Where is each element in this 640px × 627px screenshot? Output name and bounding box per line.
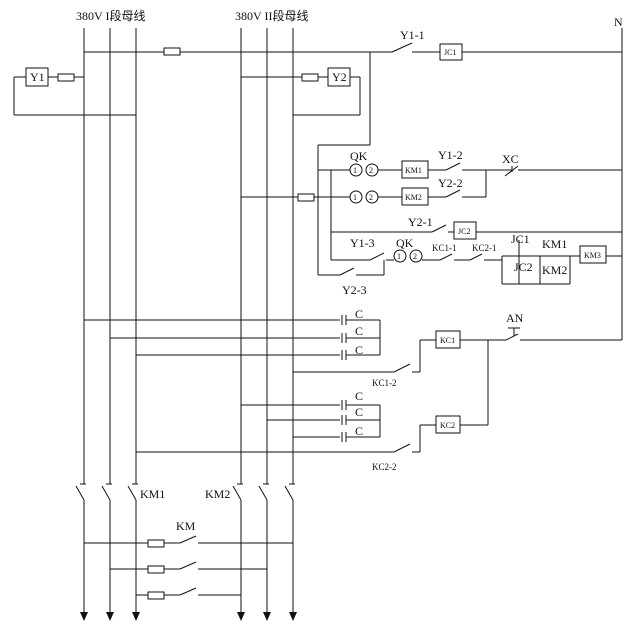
bus-i-label: 380V I段母线 — [76, 8, 145, 23]
km1-coil-label: KM1 — [405, 166, 422, 175]
y1-3-contact — [369, 252, 385, 261]
qk3-c2 — [409, 249, 423, 263]
km-switches — [75, 483, 295, 501]
bus-ii-label: 380V II段母线 — [235, 8, 308, 23]
bus-arrows — [80, 612, 297, 621]
svg-text:1: 1 — [353, 166, 357, 175]
y2-1-contact — [431, 224, 447, 233]
y1-2-label: Y1-2 — [438, 148, 463, 162]
fuse-mid — [297, 193, 315, 202]
kc1-1-contact — [439, 253, 453, 261]
cap-label-2a: C — [355, 389, 363, 403]
km2-switch-label: KM2 — [205, 487, 230, 501]
svg-text:1: 1 — [353, 193, 357, 202]
y2-2-contact — [445, 189, 461, 198]
jc2-coil — [453, 221, 477, 240]
kc1-2-label: KC1-2 — [372, 378, 397, 388]
km2-coil-label: KM2 — [405, 193, 422, 202]
an-contact — [505, 333, 519, 341]
y2-label: Y2 — [332, 70, 347, 84]
qk-label-1: QK — [350, 149, 368, 163]
capacitor-bank-2: C C C KC2-2 KC2 — [136, 389, 488, 472]
qk1-c1 — [349, 163, 363, 177]
y1-label: Y1 — [30, 70, 45, 84]
km1-interlock-label: KM1 — [542, 237, 567, 251]
arrow-1 — [80, 612, 88, 621]
km3-label: KM3 — [584, 251, 601, 260]
cap-label-1a: C — [355, 307, 363, 321]
arrow-5 — [263, 612, 271, 621]
xc-contact — [504, 165, 519, 177]
neutral-label: N — [614, 15, 623, 29]
y2-relay: Y2 — [241, 67, 361, 116]
km-contact-2 — [179, 561, 197, 570]
cap-label-1c: C — [355, 343, 363, 357]
km2-interlock-label: KM2 — [542, 263, 567, 277]
y2-2-label: Y2-2 — [438, 176, 463, 190]
svg-text:2: 2 — [369, 166, 373, 175]
cap-label-1b: C — [355, 324, 363, 338]
km-label: KM — [176, 519, 196, 533]
y2-1-label: Y2-1 — [408, 215, 433, 229]
kc1-2-contact — [393, 363, 411, 373]
bus-switch-gaps — [82, 484, 295, 500]
arrow-2 — [106, 612, 114, 621]
y1-3-label: Y1-3 — [350, 236, 375, 250]
arrow-3 — [132, 612, 140, 621]
control-section: 1 2 KM1 QK Y1-2 XC 1 2 KM2 Y2-2 — [241, 144, 622, 297]
bus-lines — [75, 28, 623, 621]
kc2-2-contact — [393, 443, 411, 453]
fuse-km-1 — [147, 539, 165, 548]
lower-section: KM1 KM2 KM — [84, 487, 293, 600]
cap-label-2c: C — [355, 424, 363, 438]
fuse-km-2 — [147, 565, 165, 574]
km-contact-3 — [179, 587, 197, 596]
kc2-1-label: KC2-1 — [472, 243, 497, 253]
y2-3-label: Y2-3 — [342, 283, 367, 297]
fuse-y1 — [57, 73, 75, 82]
xc-label: XC — [502, 152, 519, 166]
qk-label-3: QK — [396, 236, 414, 250]
y1-relay: Y1 — [13, 67, 136, 116]
cap-label-2b: C — [355, 405, 363, 419]
km-contact-1 — [179, 535, 197, 544]
jc2-label: JC2 — [458, 227, 470, 236]
capacitor-bank-1: C C C KC1-2 KC1 AN — [84, 307, 622, 425]
top-feed: JC1 Y1-1 — [84, 28, 622, 145]
kc1-1-label: KC1-1 — [432, 243, 457, 253]
y1-2-contact — [445, 162, 461, 171]
y2-3-contact — [339, 267, 355, 276]
jc1-label: JC1 — [444, 48, 456, 57]
jc1-contact-label: JC1 — [511, 232, 530, 246]
qk2-c1 — [349, 190, 363, 204]
km3-coil — [579, 245, 607, 264]
fuse-km-3 — [147, 591, 165, 600]
arrow-6 — [289, 612, 297, 621]
fuse-top — [163, 47, 181, 56]
an-label: AN — [506, 311, 524, 325]
kc2-1-contact — [469, 253, 483, 261]
kc2-label: KC2 — [440, 421, 455, 430]
kc2-2-label: KC2-2 — [372, 462, 397, 472]
arrow-4 — [237, 612, 245, 621]
qk3-c1 — [393, 249, 407, 263]
svg-text:1: 1 — [397, 252, 401, 261]
y1-1-label: Y1-1 — [400, 28, 425, 42]
kc1-label: KC1 — [440, 336, 455, 345]
km1-switch-label: KM1 — [140, 487, 165, 501]
svg-text:2: 2 — [369, 193, 373, 202]
fuse-y2 — [301, 73, 319, 82]
y1-1-contact — [391, 42, 413, 53]
svg-text:2: 2 — [413, 252, 417, 261]
jc2-contact-label: JC2 — [514, 260, 533, 274]
